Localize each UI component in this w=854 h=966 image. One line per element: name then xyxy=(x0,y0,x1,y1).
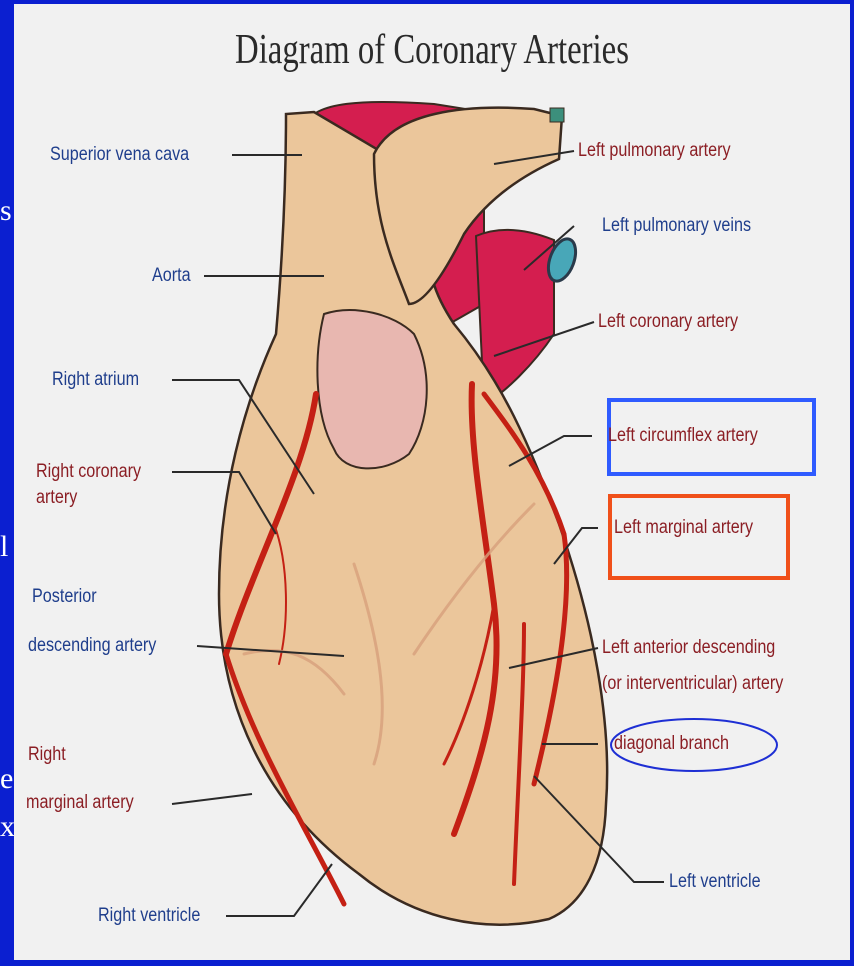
label-right-atrium: Right atrium xyxy=(52,367,139,393)
leader-right-marginal xyxy=(172,794,252,804)
label-posterior-2: descending artery xyxy=(28,633,156,659)
label-lad-1: Left anterior descending xyxy=(602,635,775,661)
label-left-pulmonary-artery: Left pulmonary artery xyxy=(578,138,731,164)
label-superior-vena-cava: Superior vena cava xyxy=(50,142,189,168)
label-right-coronary-2: artery xyxy=(36,485,77,511)
label-right-marginal-1: Right xyxy=(28,742,66,768)
label-left-pulmonary-veins: Left pulmonary veins xyxy=(602,213,751,239)
background-text-fragment-2: l xyxy=(0,532,8,562)
label-right-marginal-2: marginal artery xyxy=(26,790,134,816)
label-left-ventricle: Left ventricle xyxy=(669,869,761,895)
background-text-fragment-1: s xyxy=(0,196,12,226)
label-left-coronary-artery: Left coronary artery xyxy=(598,309,738,335)
label-left-circumflex: Left circumflex artery xyxy=(608,423,758,449)
label-diagonal-branch: diagonal branch xyxy=(614,731,729,757)
leader-right-ventricle xyxy=(226,864,332,916)
label-posterior-1: Posterior xyxy=(32,584,97,610)
right-atrium-shape xyxy=(317,310,426,468)
label-aorta: Aorta xyxy=(152,263,191,289)
label-right-ventricle: Right ventricle xyxy=(98,903,200,929)
background-text-fragment-4: x xyxy=(0,812,15,842)
diagram-panel: Diagram of Coronary Arteries xyxy=(14,4,850,960)
pulmonary-artery-tip xyxy=(550,108,564,122)
label-left-marginal: Left marginal artery xyxy=(614,515,753,541)
background-text-fragment-3: e xyxy=(0,764,13,794)
label-lad-2: (or interventricular) artery xyxy=(602,671,783,697)
label-right-coronary-1: Right coronary xyxy=(36,459,141,485)
